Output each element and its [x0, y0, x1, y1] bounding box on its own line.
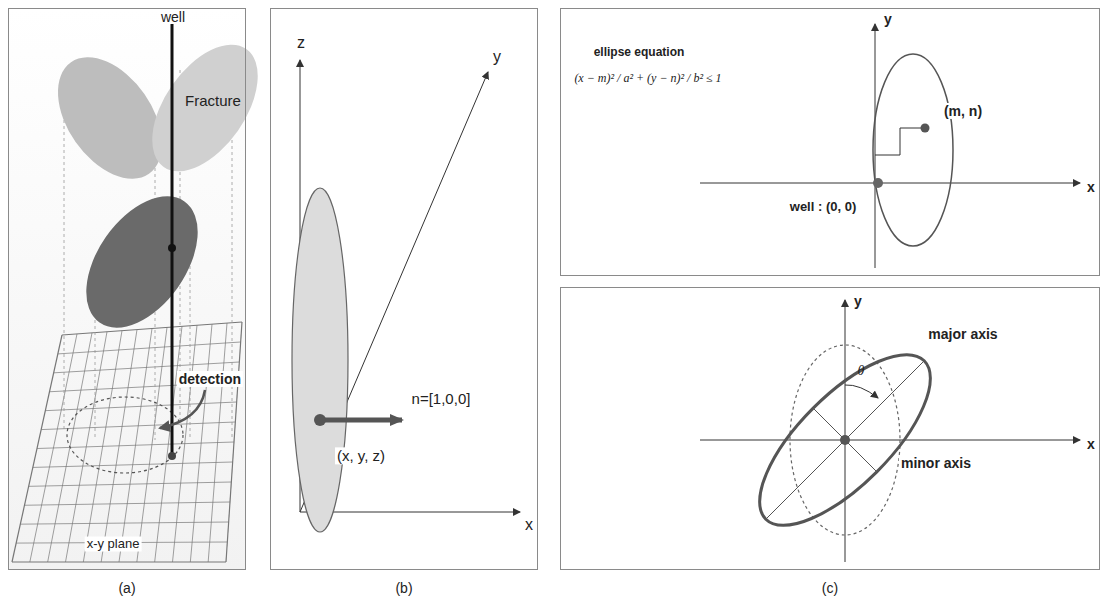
- y-axis: [845, 300, 846, 562]
- figure-label: y: [884, 11, 892, 27]
- figure-label: Fracture: [185, 92, 241, 109]
- center-point: [314, 414, 326, 426]
- well-point: [168, 244, 176, 252]
- figure-label: θ: [858, 363, 865, 379]
- original-ellipse: [790, 345, 900, 535]
- panel-caption: (a): [118, 580, 135, 596]
- x-axis: [700, 440, 1080, 441]
- figure-label: z: [297, 34, 305, 52]
- y-axis: [875, 24, 876, 268]
- figure-label: well : (0, 0): [788, 200, 858, 215]
- grid-line: [226, 322, 242, 562]
- figure-label: x: [1087, 436, 1095, 452]
- figure-label: x-y plane: [85, 537, 142, 552]
- figure-label: major axis: [926, 326, 999, 342]
- figure-label: well: [161, 9, 185, 25]
- minor-axis-line: [813, 408, 877, 472]
- grid-line: [20, 522, 228, 524]
- well-point: [873, 178, 883, 188]
- panel-caption: (b): [395, 580, 412, 596]
- rotated-ellipse: [734, 329, 956, 551]
- figure-panel: z y x n=[1,0,0] (x, y, z): [270, 8, 538, 570]
- figure-label: y: [493, 48, 501, 66]
- figure-label: (m, n): [942, 103, 984, 119]
- figure-panel: y major axis θ minor axis x: [560, 287, 1100, 570]
- figure-label: x: [1087, 179, 1095, 195]
- figure-label: ellipse equation: [594, 46, 685, 60]
- grid-line: [12, 561, 226, 562]
- figure-label: y: [854, 293, 862, 309]
- figure-panel: y ellipse equation (x − m)² / a² + (y − n)…: [560, 8, 1100, 276]
- center-point: [921, 124, 930, 133]
- figure-label: (x − m)² / a² + (y − n)² / b² ≤ 1: [574, 72, 721, 86]
- detection-arrow: [160, 390, 205, 428]
- grid-line: [25, 502, 231, 505]
- figure-label: detection: [177, 371, 243, 387]
- figure-label: n=[1,0,0]: [412, 390, 471, 407]
- grid-line: [37, 442, 234, 449]
- figure-label: (x, y, z): [335, 447, 387, 464]
- fracture-ellipse: [131, 26, 279, 190]
- figure-panel: wellFracture detection x-y plane: [8, 8, 246, 570]
- fracture-ellipse: [64, 176, 221, 348]
- fracture-plane: [292, 188, 348, 532]
- major-axis-line: [766, 361, 924, 519]
- grid-line: [155, 326, 182, 562]
- center-point: [840, 435, 850, 445]
- well-point: [168, 452, 176, 460]
- ellipse: [873, 54, 953, 246]
- angle-arc: [845, 385, 878, 398]
- x-axis: [700, 183, 1080, 184]
- panel-caption: (c): [822, 580, 838, 596]
- equation-ground: [572, 44, 722, 96]
- grid-plane: [12, 322, 242, 562]
- offset-lines: [875, 128, 900, 155]
- grid-line: [29, 482, 232, 486]
- grid-line: [33, 462, 233, 467]
- detection-ellipse: [67, 397, 183, 473]
- normal-vector: [320, 418, 402, 423]
- figure-label: minor axis: [899, 455, 973, 471]
- grid-line: [137, 327, 167, 562]
- figure-label: x: [525, 516, 533, 534]
- well-line: [171, 24, 174, 456]
- grid-line: [208, 323, 227, 562]
- grid-line: [190, 324, 212, 562]
